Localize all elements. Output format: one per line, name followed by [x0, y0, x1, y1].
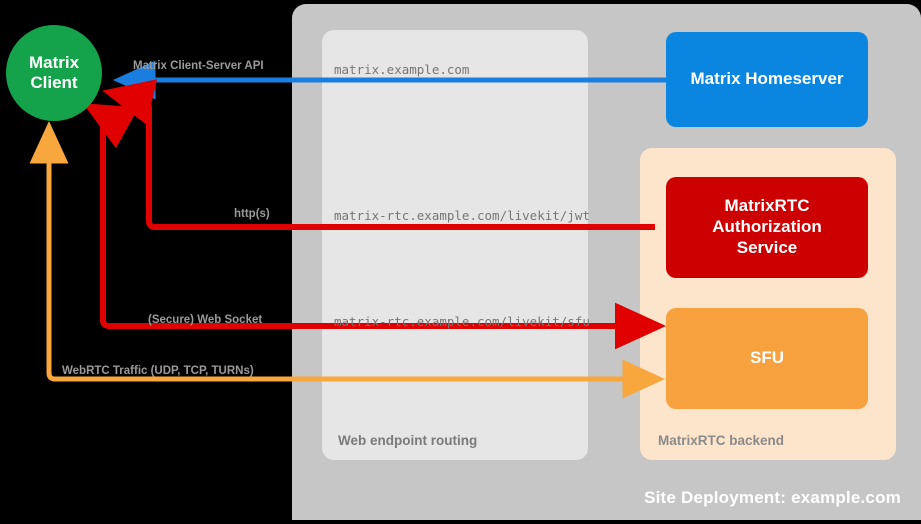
auth-service-label-line2: Authorization	[712, 217, 822, 237]
endpoint-url-livekit-sfu: matrix-rtc.example.com/livekit/sfu	[334, 314, 590, 329]
matrix-client-label-line2: Client	[30, 73, 78, 92]
matrix-homeserver-label: Matrix Homeserver	[690, 69, 844, 89]
web-endpoint-routing-zone: Web endpoint routing	[322, 30, 588, 460]
node-sfu[interactable]: SFU	[666, 308, 868, 409]
edge-label-http: http(s)	[234, 208, 270, 220]
node-matrix-homeserver[interactable]: Matrix Homeserver	[666, 32, 868, 127]
node-matrixrtc-authorization-service[interactable]: MatrixRTC Authorization Service	[666, 177, 868, 278]
edge-label-web-socket: (Secure) Web Socket	[148, 314, 263, 326]
web-endpoint-routing-label: Web endpoint routing	[338, 433, 478, 448]
edge-label-webrtc-traffic: WebRTC Traffic (UDP, TCP, TURNs)	[62, 365, 254, 377]
auth-service-label-line3: Service	[736, 237, 798, 257]
auth-service-label-line1: MatrixRTC	[724, 196, 810, 216]
edge-label-client-server-api: Matrix Client-Server API	[133, 60, 264, 72]
matrixrtc-backend-label: MatrixRTC backend	[658, 433, 785, 448]
matrix-client-label-line1: Matrix	[28, 52, 80, 72]
sfu-label: SFU	[750, 348, 784, 368]
site-deployment-label: Site Deployment: example.com	[644, 488, 901, 507]
node-matrix-client[interactable]: Matrix Client	[6, 25, 102, 121]
endpoint-url-matrix: matrix.example.com	[334, 62, 470, 77]
endpoint-url-livekit-jwt: matrix-rtc.example.com/livekit/jwt	[334, 208, 590, 223]
